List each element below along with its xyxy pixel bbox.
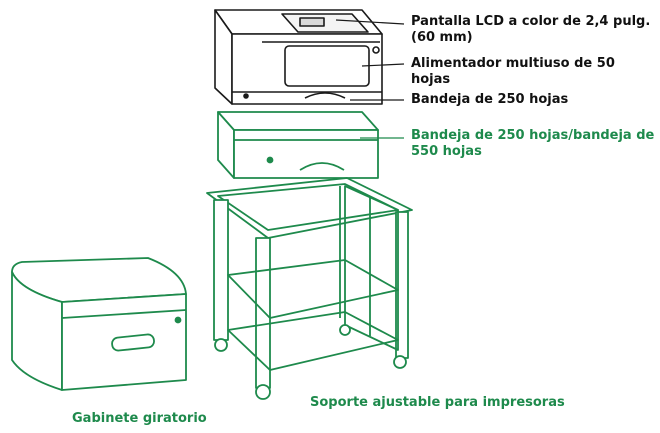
- label-printer-stand: Soporte ajustable para impresoras: [310, 395, 565, 410]
- label-swivel-cabinet: Gabinete giratorio: [72, 411, 207, 426]
- label-standard-tray: Bandeja de 250 hojas: [411, 92, 569, 107]
- swivel-cabinet-illustration: [11, 257, 187, 391]
- leader-mpf: [361, 63, 405, 67]
- multipurpose-feeder: [284, 45, 370, 87]
- printer-stand-illustration: [206, 177, 413, 400]
- label-lcd-display: Pantalla LCD a color de 2,4 pulg. (60 mm…: [411, 14, 651, 45]
- optional-tray-illustration: [217, 111, 379, 179]
- printer-illustration: [214, 9, 383, 105]
- leader-lines: [335, 19, 405, 101]
- label-multipurpose-feeder: Alimentador multiuso de 50 hojas: [411, 56, 615, 87]
- leader-lcd: [335, 19, 405, 25]
- lcd-screen: [299, 17, 325, 27]
- label-optional-tray: Bandeja de 250 hojas/bandeja de 550 hoja…: [411, 128, 655, 159]
